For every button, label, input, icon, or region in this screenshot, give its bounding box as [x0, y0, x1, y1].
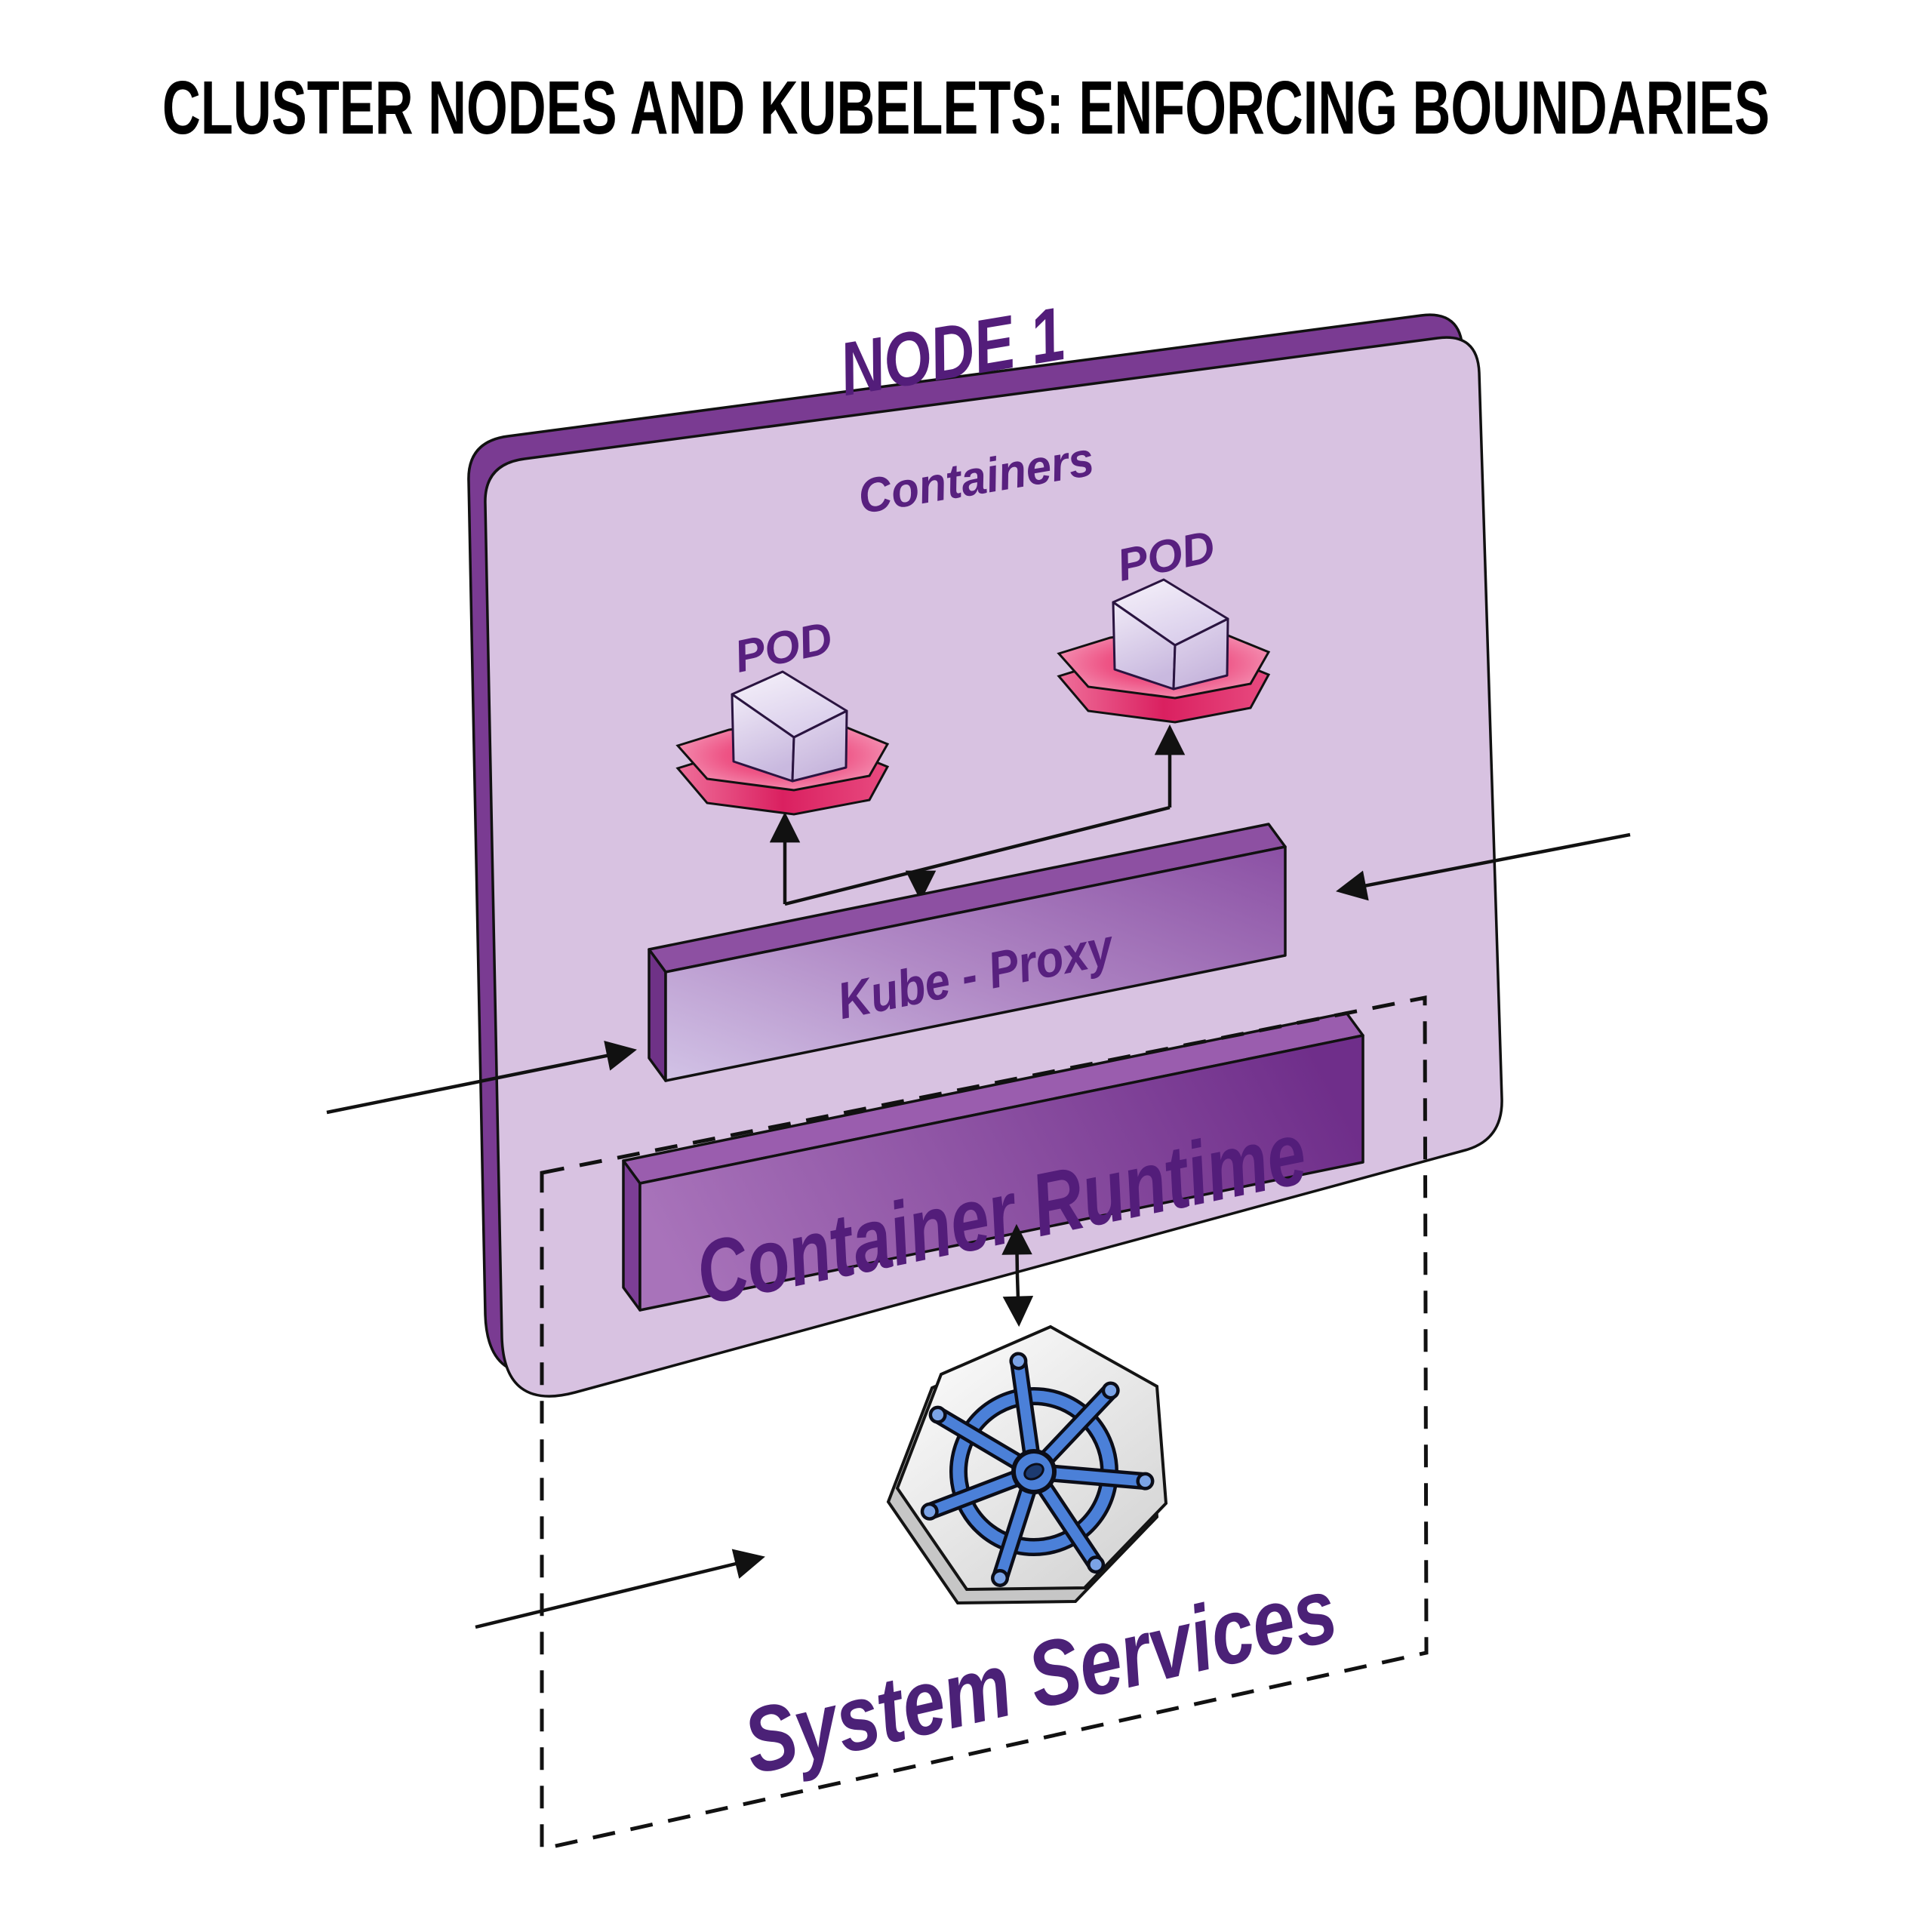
kube-proxy-bar	[648, 823, 1287, 1082]
kubernetes-wheel-icon	[886, 1324, 1168, 1605]
external-arrows	[326, 832, 1631, 1629]
arrow-in-bottom	[475, 1549, 765, 1629]
container-runtime-side-face	[622, 1159, 641, 1312]
runtime-wheel-arrow	[1001, 1223, 1034, 1327]
pod-connector-arrows	[769, 724, 1186, 906]
kube-proxy-side-face	[648, 948, 667, 1082]
arrow-in-right	[1336, 832, 1631, 901]
connector-diagonal	[784, 805, 1171, 906]
page-title: CLUSTER NODES AND KUBELETS: ENFORCING BO…	[162, 66, 1770, 150]
container-runtime-front-face	[638, 1034, 1364, 1312]
kube-proxy-front-face	[664, 845, 1287, 1082]
system-services-boundary	[540, 995, 1429, 1852]
arrow-in-left	[326, 1040, 637, 1115]
